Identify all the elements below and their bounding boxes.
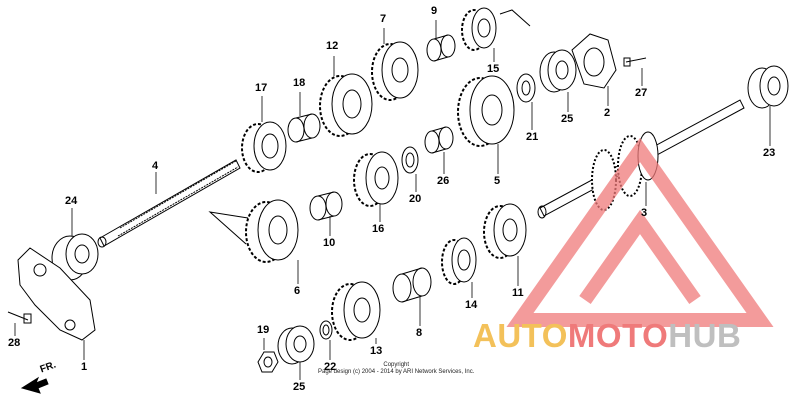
needle-bearing-26 [424, 126, 454, 154]
part-label-3[interactable]: 3 [641, 207, 648, 219]
bearing-23 [747, 65, 789, 109]
part-label-28[interactable]: 28 [8, 337, 21, 349]
part-label-15[interactable]: 15 [487, 63, 500, 75]
copyright-line-2: Page design (c) 2004 - 2014 by ARI Netwo… [318, 369, 475, 375]
part-label-8[interactable]: 8 [416, 327, 423, 339]
part-label-1[interactable]: 1 [81, 361, 88, 373]
washer-20 [401, 146, 419, 174]
part-label-19[interactable]: 19 [257, 324, 270, 336]
part-label-27[interactable]: 27 [635, 87, 648, 99]
washer-22 [319, 320, 333, 340]
part-label-11[interactable]: 11 [512, 287, 524, 299]
gear-17 [241, 121, 287, 173]
part-label-7[interactable]: 7 [380, 13, 387, 25]
gear-7 [371, 41, 419, 101]
bushing-18 [287, 113, 321, 143]
brand-hub: HUB [668, 317, 742, 354]
part-label-25-upper[interactable]: 25 [561, 113, 574, 125]
bushing-10 [309, 191, 343, 221]
part-label-21[interactable]: 21 [526, 131, 539, 143]
bearing-25-upper [539, 49, 577, 93]
plate-2 [571, 33, 617, 89]
part-label-2[interactable]: 2 [604, 107, 611, 119]
part-label-24[interactable]: 24 [65, 195, 78, 207]
shaft-4 [97, 159, 241, 248]
part-label-10[interactable]: 10 [323, 237, 336, 249]
washer-21 [516, 73, 536, 103]
bearing-25-lower [277, 325, 315, 365]
part-label-5[interactable]: 5 [494, 175, 501, 187]
copyright-line-1: Copyright [383, 362, 410, 368]
gear-13 [331, 281, 381, 341]
brand-moto: MOTO [567, 317, 669, 354]
leader-lines [14, 20, 771, 380]
part-label-6[interactable]: 6 [294, 285, 301, 297]
copyright-notice: Copyright Page design (c) 2004 - 2014 by… [318, 362, 474, 376]
part-label-17[interactable]: 17 [255, 82, 268, 94]
part-label-18[interactable]: 18 [293, 77, 306, 89]
gear-5 [457, 75, 515, 147]
bolt-28 [7, 311, 32, 324]
cover-1 [17, 247, 96, 341]
front-arrow [20, 376, 49, 394]
bolt-27 [623, 57, 647, 67]
nut-19 [257, 351, 279, 373]
gear-14 [441, 237, 477, 285]
part-label-26[interactable]: 26 [437, 175, 450, 187]
bushing-8 [392, 267, 432, 303]
needle-bearing-9 [426, 34, 456, 62]
part-label-23[interactable]: 23 [763, 147, 776, 159]
part-label-12[interactable]: 12 [326, 40, 339, 52]
gear-16 [353, 151, 399, 207]
gear-6 [208, 199, 299, 263]
part-label-4[interactable]: 4 [152, 160, 159, 172]
part-label-20[interactable]: 20 [409, 193, 422, 205]
gear-12 [319, 73, 373, 137]
part-label-9[interactable]: 9 [431, 5, 438, 17]
gear-11 [483, 203, 527, 259]
part-label-14[interactable]: 14 [465, 299, 478, 311]
brand-auto: AUTO [473, 317, 568, 354]
part-label-13[interactable]: 13 [370, 345, 383, 357]
watermark-brand-text: AUTOMOTOHUB [473, 318, 741, 354]
part-label-16[interactable]: 16 [372, 223, 385, 235]
part-label-25-lower[interactable]: 25 [293, 381, 306, 393]
gear-15 [461, 7, 531, 51]
part-label-22[interactable]: 22 [324, 361, 337, 373]
